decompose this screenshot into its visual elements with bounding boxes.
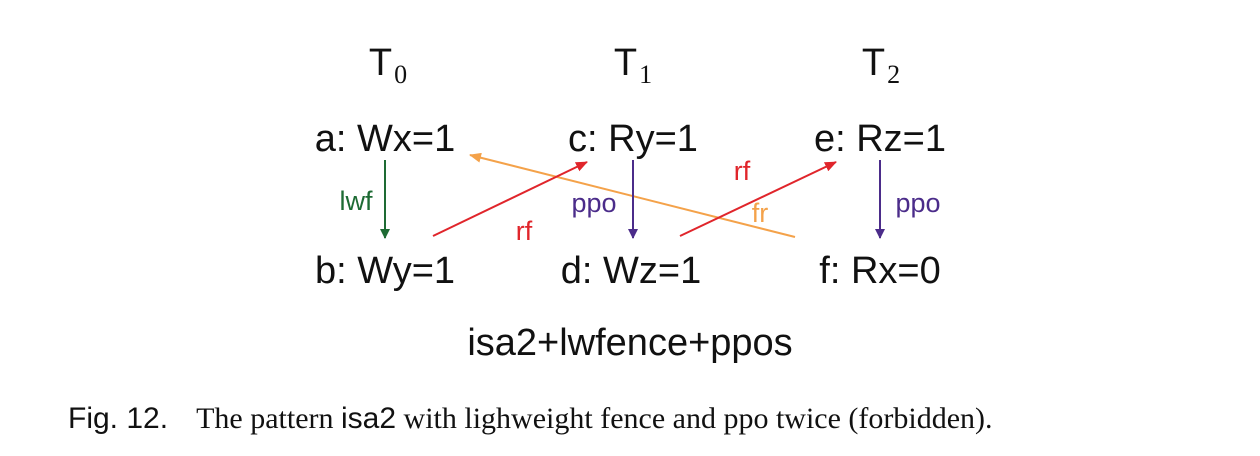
caption-test-name: isa2 — [341, 402, 397, 435]
figure-caption: Fig. 12. The pattern isa2 with lighweight… — [68, 402, 993, 436]
thread-name: T — [368, 42, 393, 84]
rf-edge-d-to-e — [679, 161, 837, 237]
rf-label-b-c: rf — [515, 216, 533, 246]
figure-number: Fig. 12. — [68, 402, 169, 435]
event-a: a: Wx=1 — [314, 118, 456, 160]
thread-subscript: 1 — [639, 60, 653, 89]
event-e: e: Rz=1 — [813, 118, 947, 160]
thread-subscript: 0 — [394, 60, 408, 89]
thread-header-t2: T2 — [861, 42, 900, 89]
test-name: isa2+lwfence+ppos — [467, 322, 793, 364]
thread-header-t1: T1 — [613, 42, 652, 89]
lwf-label: lwf — [339, 186, 373, 216]
fr-label: fr — [751, 198, 769, 228]
thread-header-t0: T0 — [368, 42, 407, 89]
thread-name: T — [861, 42, 886, 84]
event-d: d: Wz=1 — [560, 250, 702, 292]
caption-text-before: The pattern — [196, 402, 341, 435]
caption-text-after: with lighweight fence and ppo twice (for… — [396, 402, 993, 435]
rf-label-d-e: rf — [733, 156, 751, 186]
event-f: f: Rx=0 — [819, 250, 941, 292]
ppo-label-c-d: ppo — [571, 188, 617, 218]
ppo-label-e-f: ppo — [895, 188, 941, 218]
thread-name: T — [613, 42, 638, 84]
event-b: b: Wy=1 — [314, 250, 456, 292]
thread-subscript: 2 — [887, 60, 901, 89]
rf-edge-b-to-c — [432, 161, 588, 237]
event-c: c: Ry=1 — [568, 118, 698, 160]
